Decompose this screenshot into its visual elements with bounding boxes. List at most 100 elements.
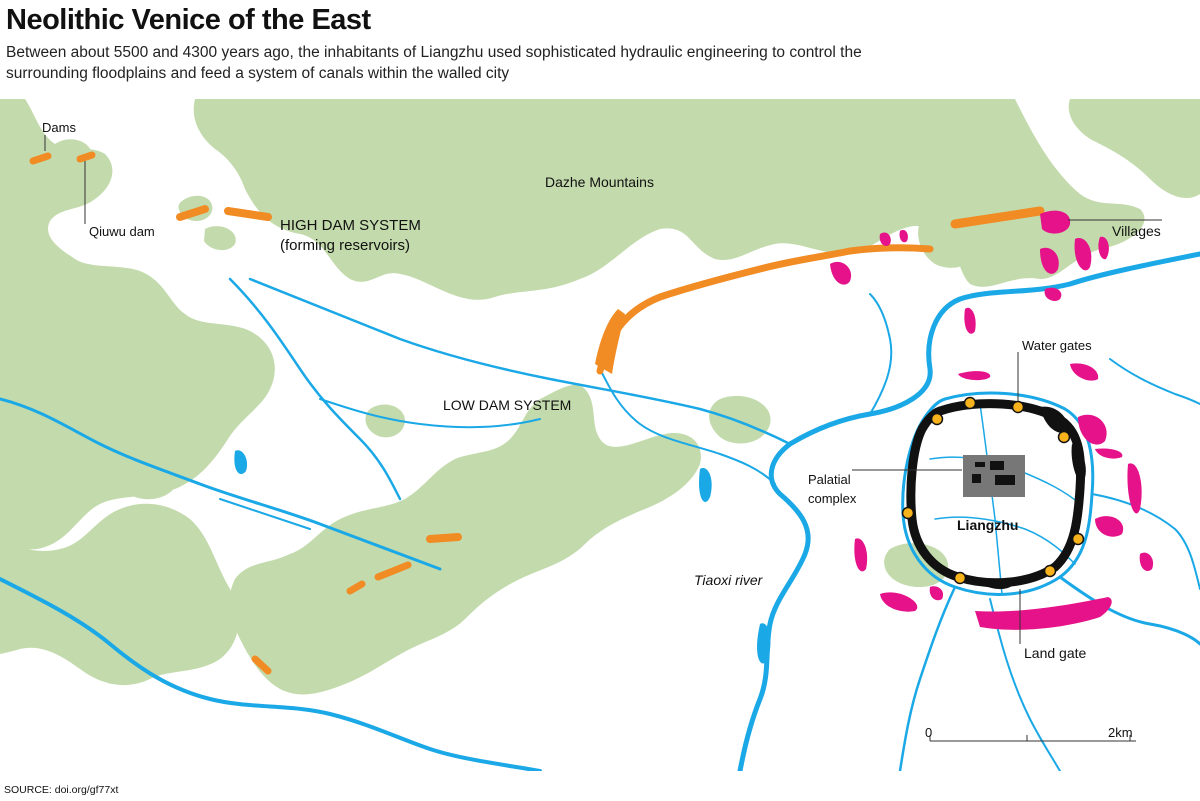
pond-center: [699, 468, 712, 502]
wall-bulges: [970, 406, 1086, 590]
small-hill-b: [709, 395, 771, 444]
village-2: [1040, 247, 1059, 274]
northwest-hill-small: [52, 139, 93, 175]
small-hill-a: [365, 404, 405, 438]
village-3: [1074, 238, 1092, 271]
label-high-dam-forming: (forming reservoirs): [280, 237, 410, 254]
map-subtitle: Between about 5500 and 4300 years ago, t…: [6, 44, 862, 82]
dam-low-wide: [595, 309, 625, 374]
west-channel: [0, 397, 442, 571]
central-channel: [248, 277, 792, 446]
wall-s-bulge: [970, 577, 1015, 590]
scale-start-label: 0: [925, 725, 932, 740]
palace-building-2: [990, 461, 1004, 470]
village-15: [1095, 516, 1124, 537]
village-8: [899, 229, 908, 243]
dam-qiuwu-2: [76, 151, 96, 163]
label-water-gates: Water gates: [1022, 338, 1092, 353]
label-high-dam-system: HIGH DAM SYSTEM: [280, 217, 421, 234]
pond-south: [757, 623, 771, 664]
inner-canal-3: [979, 403, 1003, 595]
leader-lines: [44, 135, 1162, 644]
hills-layer: [0, 99, 1200, 695]
source-credit: SOURCE: doi.org/gf77xt: [4, 784, 119, 796]
dam-high-2: [224, 207, 272, 221]
village-13: [1095, 448, 1123, 459]
label-dams: Dams: [42, 120, 76, 135]
label-qiuwu-dam: Qiuwu dam: [89, 224, 155, 239]
village-10: [958, 371, 991, 381]
canal-east-1: [869, 293, 893, 415]
dam-low-3: [346, 580, 366, 595]
canal-west-2: [219, 498, 311, 530]
gate-marker: [1071, 532, 1085, 546]
gate-marker: [1043, 564, 1057, 578]
label-dazhe-mountains: Dazhe Mountains: [545, 174, 654, 190]
village-9: [964, 307, 976, 334]
central-southern-hills: [229, 384, 701, 695]
east-canal: [1091, 493, 1200, 590]
dam-qiuwu: [29, 152, 52, 165]
palace-building-3: [972, 474, 981, 483]
northwest-ridge: [0, 99, 275, 550]
village-14: [1127, 463, 1142, 514]
dazhe-mountains: [193, 99, 1145, 300]
northeast-hills: [1068, 99, 1200, 199]
villages-layer: [830, 210, 1154, 630]
village-12: [1078, 414, 1107, 445]
small-hill-d: [117, 451, 179, 500]
palace-building-1: [975, 462, 985, 467]
southwest-hills: [0, 503, 239, 686]
village-11: [1070, 363, 1099, 381]
palace-building-4: [995, 475, 1015, 485]
dam-low-2: [374, 561, 412, 581]
label-complex: complex: [808, 491, 857, 506]
dam-low-4: [251, 655, 272, 675]
label-land-gate: Land gate: [1024, 645, 1086, 661]
dam-east: [950, 206, 1045, 229]
label-low-dam-system: LOW DAM SYSTEM: [443, 397, 571, 413]
wall-e-bulge: [1071, 444, 1086, 484]
water-gates: [901, 396, 1085, 585]
village-6: [830, 261, 852, 285]
scale-bar: [929, 735, 1136, 742]
label-liangzhu: Liangzhu: [957, 517, 1018, 533]
water-ponds: [234, 450, 771, 664]
village-7: [879, 232, 891, 246]
liangzhu-map: Dazhe Mountains Dams Qiuwu dam HIGH DAM …: [0, 99, 1200, 771]
scale-end-label: 2km: [1108, 725, 1133, 740]
label-villages: Villages: [1112, 223, 1161, 239]
south-canal: [898, 585, 957, 771]
reservoir-outflow: [599, 368, 776, 485]
village-5: [1044, 287, 1062, 301]
village-4: [1098, 236, 1109, 260]
canal-west-1: [319, 398, 541, 429]
dam-layer: [29, 151, 1045, 675]
water-layer: [0, 251, 1200, 771]
pond-west: [234, 450, 248, 475]
south-river: [0, 577, 542, 771]
dam-central-long: [596, 244, 934, 375]
gate-marker: [1011, 400, 1025, 414]
reservoir-hill-2: [204, 226, 236, 251]
village-19: [929, 586, 944, 601]
southeast-river: [1058, 575, 1200, 646]
north-east-canal: [1109, 358, 1200, 405]
palatial-complex: [963, 455, 1025, 497]
dam-low-1: [426, 533, 462, 543]
dam-high-1: [176, 205, 209, 221]
village-17: [854, 538, 868, 572]
gate-marker: [901, 506, 915, 520]
gate-marker: [930, 412, 944, 426]
gate-marker: [1057, 430, 1071, 444]
wall-ne-bulge: [1040, 406, 1069, 433]
village-1: [1040, 210, 1071, 234]
label-tiaoxi-river: Tiaoxi river: [694, 572, 764, 588]
gate-marker: [953, 571, 967, 585]
village-16: [1139, 552, 1154, 572]
village-20: [975, 597, 1112, 630]
label-palatial: Palatial: [808, 472, 851, 487]
gate-marker: [963, 396, 977, 410]
map-title: Neolithic Venice of the East: [6, 4, 371, 36]
village-18: [880, 592, 918, 612]
